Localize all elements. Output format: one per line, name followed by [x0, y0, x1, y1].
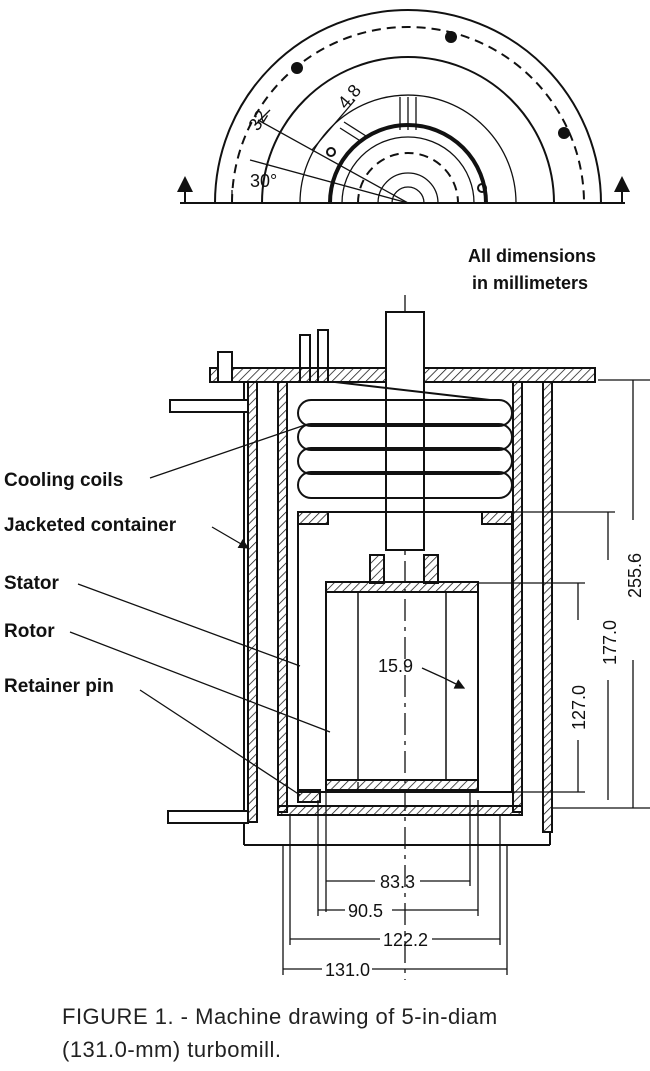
top-dim-angle: 30°	[250, 171, 277, 191]
figure-caption: FIGURE 1. - Machine drawing of 5-in-diam…	[62, 1000, 642, 1066]
bolt-hole	[291, 62, 303, 74]
dim-255-6: 255.6	[625, 553, 645, 598]
bolt-hole	[445, 31, 457, 43]
bolt-hole	[558, 127, 570, 139]
dim-15-9: 15.9	[378, 656, 413, 676]
top-dim-4-8: 4.8	[334, 81, 365, 113]
dim-177-0: 177.0	[600, 620, 620, 665]
section-view	[167, 295, 596, 980]
dim-90-5: 90.5	[348, 901, 383, 921]
callouts: Cooling coils Jacketed container Stator …	[4, 424, 331, 796]
container-wall-right	[512, 381, 523, 813]
container-bottom	[277, 805, 523, 816]
label-cooling-coils: Cooling coils	[4, 470, 123, 491]
horizontal-dimensions: 83.3 90.5 122.2 131.0	[282, 792, 508, 980]
top-view: 32 4.8 30°	[177, 9, 630, 204]
rotor	[325, 581, 479, 793]
units-note-line2: in millimeters	[472, 273, 588, 293]
units-note-line1: All dimensions	[468, 246, 596, 266]
label-rotor: Rotor	[4, 621, 55, 642]
dim-131-0: 131.0	[325, 960, 370, 980]
label-stator: Stator	[4, 573, 60, 594]
dim-127-0: 127.0	[569, 685, 589, 730]
dim-122-2: 122.2	[383, 930, 428, 950]
label-retainer-pin: Retainer pin	[4, 676, 114, 697]
rotor-core	[357, 591, 447, 781]
small-hole	[477, 183, 487, 193]
small-hole	[326, 147, 336, 157]
flange-bolt	[217, 351, 233, 383]
shaft	[385, 311, 425, 551]
jacket-wall-left	[247, 381, 258, 823]
dim-83-3: 83.3	[380, 872, 415, 892]
container-wall-left	[277, 381, 288, 813]
cooling-coils	[297, 381, 513, 499]
vertical-dimensions: 255.6 177.0 127.0 15.9	[378, 379, 650, 809]
caption-line2: (131.0-mm) turbomill.	[62, 1037, 282, 1062]
jacket-wall-right	[542, 381, 553, 833]
retainer-pin	[297, 789, 321, 803]
label-jacketed-container: Jacketed container	[4, 515, 177, 536]
caption-line1: FIGURE 1. - Machine drawing of 5-in-diam	[62, 1004, 498, 1029]
inlet-pipe-top	[169, 399, 249, 413]
inlet-pipe-bottom	[167, 810, 249, 824]
